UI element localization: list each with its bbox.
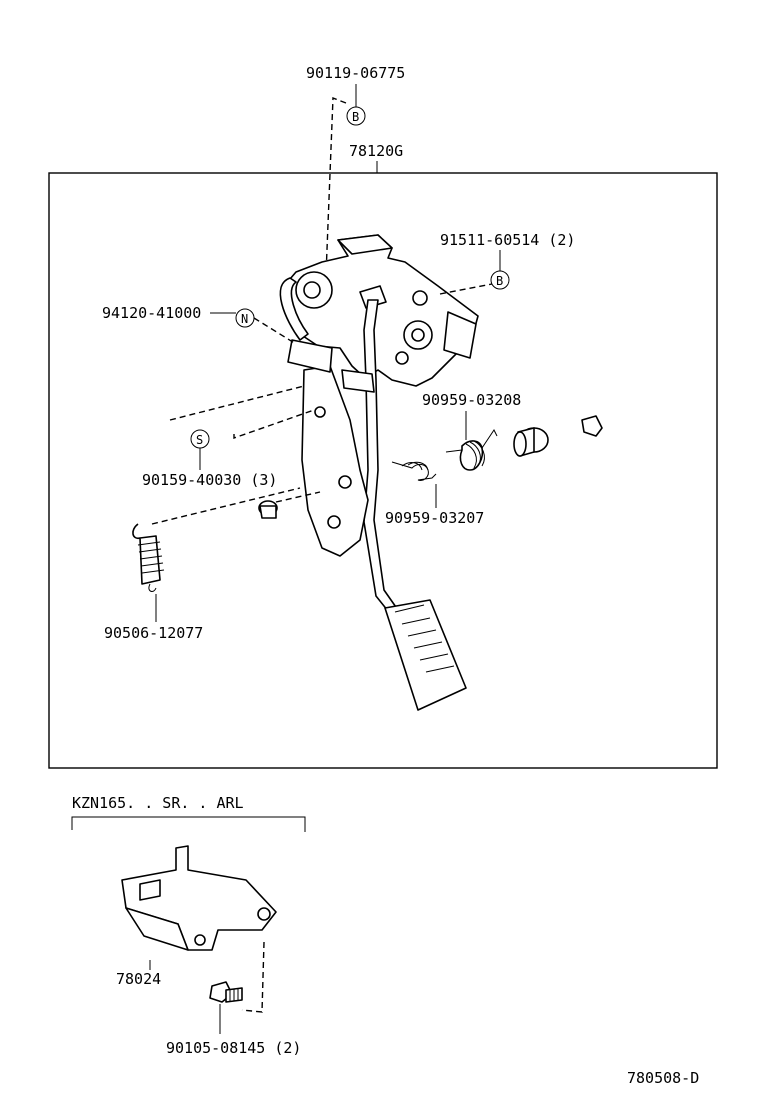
assembly-frame (48, 172, 718, 769)
callout-b-top: B (346, 106, 366, 126)
callout-s-letter: S (196, 433, 203, 447)
callout-s: S (190, 429, 210, 449)
callout-n: N (235, 308, 255, 328)
bushing-large (513, 427, 549, 457)
label-78024[interactable]: 78024 (116, 970, 161, 988)
label-78120g[interactable]: 78120G (349, 142, 403, 160)
label-91511-60514[interactable]: 91511-60514 (2) (440, 231, 575, 249)
callout-n-letter: N (241, 312, 248, 326)
diagram-code: 780508-D (627, 1069, 699, 1087)
label-90105-08145[interactable]: 90105-08145 (2) (166, 1039, 301, 1057)
bolt-small (258, 500, 278, 519)
bushing-small (581, 415, 603, 437)
torsion-spring-90959-03207 (391, 461, 437, 481)
pedal-bracket (279, 234, 479, 387)
label-90959-03208[interactable]: 90959-03208 (422, 391, 521, 409)
label-90506-12077[interactable]: 90506-12077 (104, 624, 203, 642)
callout-b-top-letter: B (352, 110, 359, 124)
callout-b-right-letter: B (496, 274, 503, 288)
label-90159-40030[interactable]: 90159-40030 (3) (142, 471, 277, 489)
lower-lever-plate (287, 339, 375, 557)
return-spring-90506-12077 (132, 523, 165, 592)
torsion-spring-90959-03208 (445, 429, 498, 471)
bolt-90105-08145 (209, 981, 243, 1003)
label-90959-03207[interactable]: 90959-03207 (385, 509, 484, 527)
variant-bracket-line (71, 816, 306, 832)
callout-b-right: B (490, 270, 510, 290)
label-94120-41000[interactable]: 94120-41000 (102, 304, 201, 322)
label-90119-06775[interactable]: 90119-06775 (306, 64, 405, 82)
variant-label: KZN165. . SR. . ARL (72, 794, 244, 812)
variant-bracket-78024 (121, 845, 277, 951)
